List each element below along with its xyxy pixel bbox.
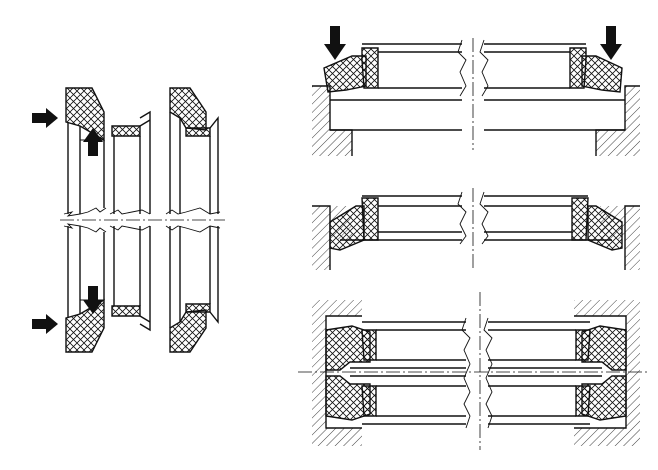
part-c-lower xyxy=(165,225,221,353)
housing-left-bottom xyxy=(312,300,362,446)
backing-left-bottom-lower xyxy=(361,385,377,417)
part-b-upper xyxy=(109,110,151,215)
part-a-lower xyxy=(63,223,107,353)
housing-right-top xyxy=(596,86,640,156)
part-b-lower xyxy=(109,225,151,332)
lift-arrow-up xyxy=(83,128,103,156)
backing-ring-right-middle xyxy=(571,197,589,241)
housing-right-bottom xyxy=(574,300,640,446)
lift-arrow-down xyxy=(83,286,103,314)
press-arrow-right xyxy=(600,26,622,60)
press-arrow-left xyxy=(324,26,346,60)
seal-left-top xyxy=(323,55,367,93)
push-arrow-upper xyxy=(32,108,58,128)
seal-wedge-a-lower xyxy=(65,298,105,353)
left-section-views xyxy=(32,87,225,353)
backing-right-bottom-upper xyxy=(575,329,591,361)
seal-ring-c-upper xyxy=(185,127,211,137)
part-a-upper xyxy=(63,87,107,217)
right-assembly-bottom xyxy=(298,292,650,450)
seal-wedge-c-upper xyxy=(169,87,207,131)
seal-right-top xyxy=(581,55,623,93)
part-c-upper xyxy=(165,87,221,215)
housing-left-top xyxy=(312,86,352,156)
seal-ring-b-upper xyxy=(111,125,141,137)
push-arrow-lower xyxy=(32,314,58,334)
backing-left-bottom-upper xyxy=(361,329,377,361)
backing-ring-left-top xyxy=(361,47,379,89)
seal-right-bottom-upper xyxy=(581,325,627,371)
backing-right-bottom-lower xyxy=(575,385,591,417)
right-assembly-top xyxy=(312,26,640,156)
backing-ring-right-top xyxy=(569,47,587,89)
seal-wedge-c-lower xyxy=(169,309,207,353)
right-assembly-middle xyxy=(312,188,640,270)
backing-ring-left-middle xyxy=(361,197,379,241)
seal-left-bottom-upper xyxy=(325,325,371,371)
seal-ring-c-lower xyxy=(185,303,211,313)
seal-wedge-a-upper xyxy=(65,87,105,142)
seal-ring-b-lower xyxy=(111,305,141,317)
